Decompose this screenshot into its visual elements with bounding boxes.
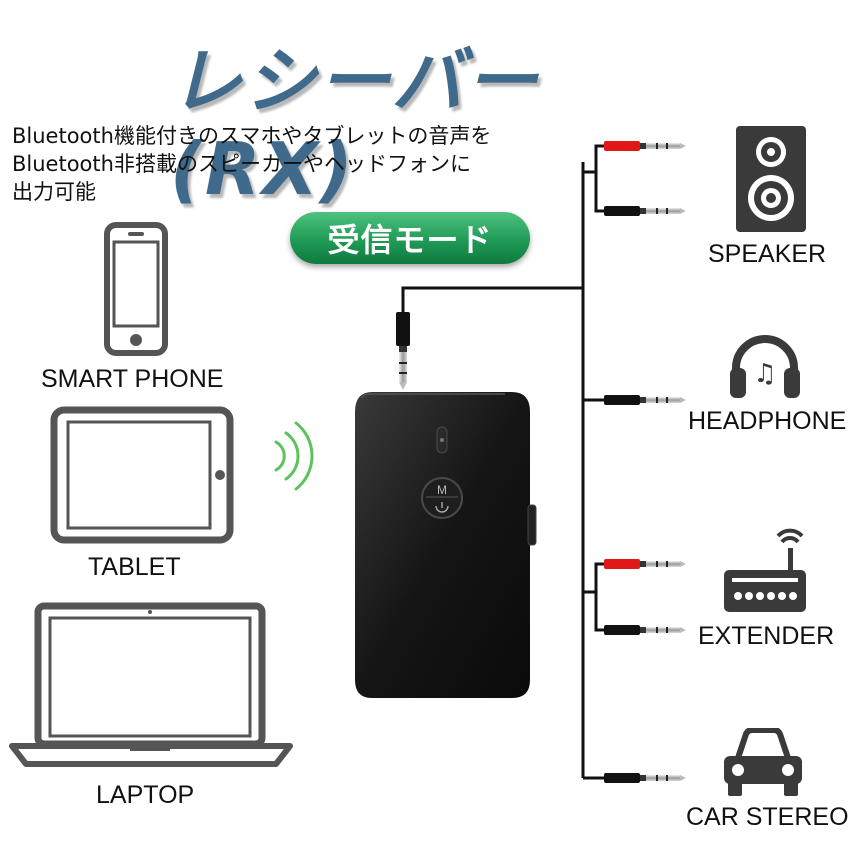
wireless-signal-icon — [274, 421, 314, 491]
headphone-cable — [583, 395, 686, 405]
label-tablet: TABLET — [88, 553, 181, 581]
speaker-cable — [583, 141, 686, 216]
tablet-icon — [50, 406, 234, 544]
speaker-icon — [736, 126, 806, 232]
description: Bluetooth機能付きのスマホやタブレットの音声を Bluetooth非搭載… — [12, 122, 572, 206]
page-title: レシーバー(RX) — [170, 39, 540, 211]
description-line-3: 出力可能 — [12, 180, 96, 204]
label-headphone: HEADPHONE — [688, 407, 847, 435]
label-laptop: LAPTOP — [96, 781, 195, 809]
receiver-device — [355, 392, 537, 698]
smartphone-icon — [104, 222, 168, 356]
main-cable — [401, 162, 585, 778]
description-line-1: Bluetooth機能付きのスマホやタブレットの音声を — [12, 124, 492, 148]
headphone-icon: ♫ — [730, 335, 800, 398]
router-icon — [724, 528, 806, 612]
label-extender: EXTENDER — [698, 622, 835, 650]
car-icon — [724, 728, 802, 796]
multifunction-button — [421, 477, 463, 519]
description-line-2: Bluetooth非搭載のスピーカーやヘッドフォンに — [12, 152, 471, 176]
svg-text:♫: ♫ — [753, 359, 776, 389]
mode-badge: 受信モード — [290, 212, 530, 264]
label-car-stereo: CAR STEREO — [686, 803, 849, 831]
receiver-input-plug — [396, 312, 410, 390]
label-speaker: SPEAKER — [708, 240, 827, 268]
receiver-button-label: M — [437, 483, 447, 497]
car-stereo-cable — [583, 773, 686, 783]
laptop-icon — [9, 602, 293, 767]
extender-cable — [583, 559, 686, 635]
label-smart-phone: SMART PHONE — [41, 365, 224, 393]
